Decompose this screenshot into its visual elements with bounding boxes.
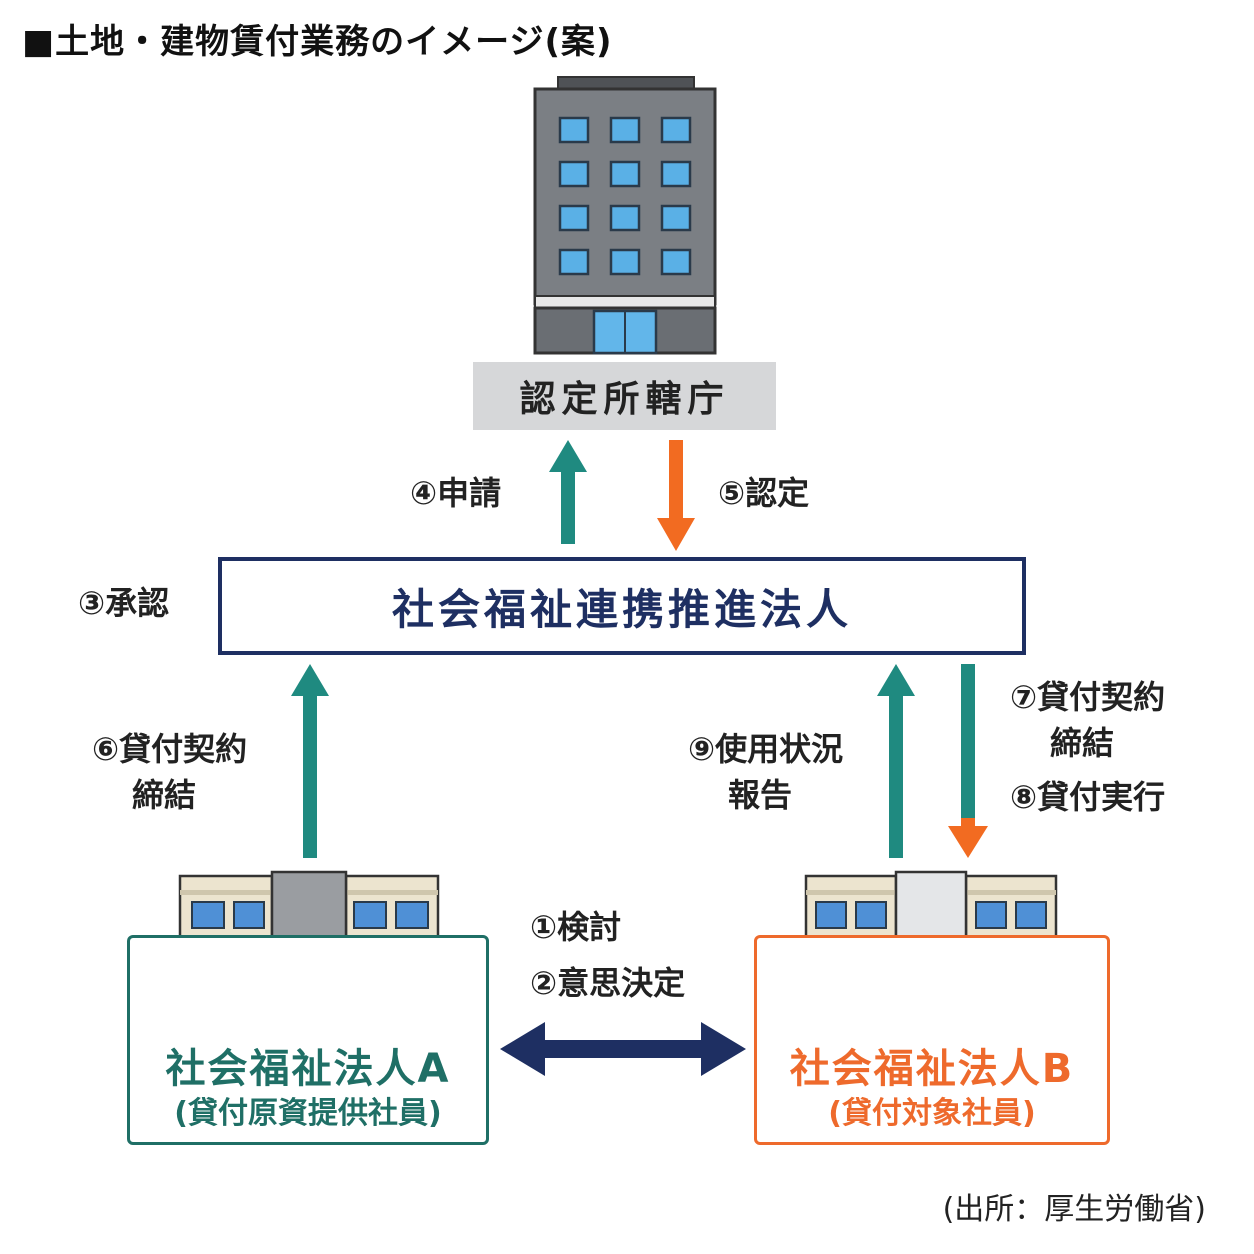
- step2-label: ②意思決定: [530, 964, 686, 1002]
- step1-label: ①検討: [530, 908, 622, 946]
- office-tower-icon: [533, 76, 717, 355]
- loan-execution-arrow: [948, 664, 988, 858]
- step6-label: ⑥貸付契約 締結: [92, 726, 247, 818]
- step9-line1: ⑨使用状況: [688, 730, 844, 768]
- corporation-a-role: (貸付原資提供社員): [174, 1096, 442, 1131]
- mutual-arrow: [500, 1022, 746, 1076]
- certify-arrow: [657, 440, 695, 551]
- step8-label: ⑧貸付実行: [1010, 778, 1166, 816]
- step3-label: ③承認: [78, 584, 170, 622]
- corporation-a-box: 社会福祉法人A (貸付原資提供社員): [127, 935, 489, 1145]
- loan-contract-a-arrow: [291, 664, 329, 858]
- step7-line1: ⑦貸付契約: [1010, 678, 1166, 716]
- step9-label: ⑨使用状況 報告: [688, 726, 843, 818]
- source-note: (出所：厚生労働省): [942, 1192, 1206, 1227]
- step7-label: ⑦貸付契約 締結: [1010, 674, 1165, 766]
- step4-label: ④申請: [410, 474, 502, 512]
- step5-label: ⑤認定: [718, 474, 810, 512]
- page-title: ■土地・建物賃付業務のイメージ(案): [22, 22, 613, 62]
- promotion-corporation-box: 社会福祉連携推進法人: [218, 557, 1026, 655]
- corporation-b-box: 社会福祉法人B (貸付対象社員): [754, 935, 1110, 1145]
- usage-report-arrow: [877, 664, 915, 858]
- step7-line2: 締結: [1050, 724, 1115, 762]
- apply-arrow: [549, 440, 587, 544]
- corporation-b-role: (貸付対象社員): [828, 1096, 1036, 1131]
- competent-authority-label: 認定所轄庁: [473, 362, 776, 430]
- step9-line2: 報告: [728, 776, 793, 814]
- step6-line2: 締結: [132, 776, 197, 814]
- step6-line1: ⑥貸付契約: [92, 730, 248, 768]
- corporation-a-name: 社会福祉法人A: [165, 1046, 451, 1092]
- corporation-b-name: 社会福祉法人B: [789, 1046, 1075, 1092]
